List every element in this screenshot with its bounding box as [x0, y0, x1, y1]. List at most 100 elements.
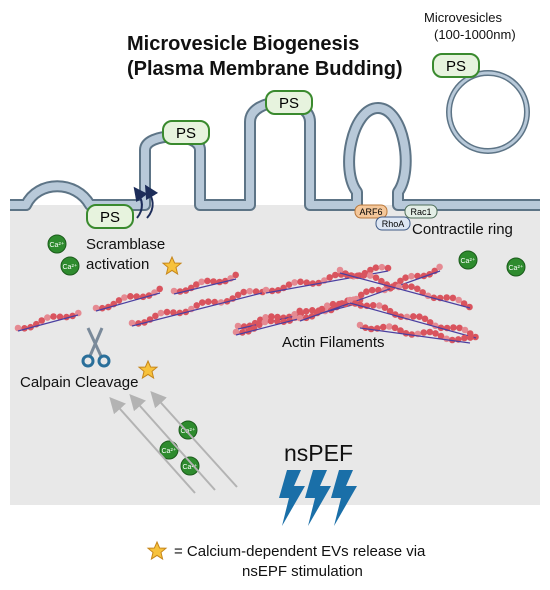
tropomyosin-strand — [299, 270, 441, 322]
actin-bead — [402, 274, 409, 282]
tropomyosin-strand — [173, 278, 237, 295]
star-icon-legend — [147, 541, 167, 560]
svg-text:PS: PS — [279, 95, 299, 112]
actin-bead — [397, 327, 404, 334]
calcium-ion-label: Ca²⁺ — [509, 264, 524, 272]
actin-bead — [408, 272, 415, 280]
actin-bead — [381, 304, 389, 312]
actin-bead — [357, 291, 365, 299]
tropomyosin-strand — [17, 314, 79, 332]
actin-bead — [56, 313, 64, 321]
actin-bead — [156, 285, 163, 293]
actin-bead — [397, 277, 404, 285]
actin-bead — [326, 274, 334, 281]
actin-bead — [467, 334, 474, 341]
actin-bead — [443, 294, 451, 301]
legend-line-1: = Calcium-dependent EVs release via — [174, 543, 426, 560]
actin-bead — [366, 272, 374, 279]
actin-bead — [318, 305, 326, 313]
actin-bead — [291, 279, 298, 286]
svg-text:PS: PS — [446, 58, 466, 75]
calcium-ion: Ca²⁺ — [180, 456, 200, 476]
actin-bead — [472, 333, 479, 341]
actin-bead — [367, 266, 374, 274]
actin-bead — [443, 335, 450, 343]
actin-bead — [204, 277, 211, 285]
calcium-ion-label: Ca²⁺ — [162, 447, 177, 455]
actin-bead — [170, 287, 178, 295]
actin-bead — [419, 289, 427, 296]
ps-badge-released: PS — [432, 53, 480, 78]
actin-bead — [362, 324, 369, 332]
actin-bead — [369, 302, 377, 309]
actin-bead — [205, 298, 212, 306]
actin-bead — [402, 330, 410, 337]
calcium-ion: Ca²⁺ — [47, 234, 67, 254]
actin-bead — [386, 323, 393, 330]
actin-bead — [274, 318, 281, 325]
actin-bead — [267, 317, 275, 325]
svg-text:RhoA: RhoA — [382, 219, 405, 229]
actin-bead — [75, 309, 82, 317]
arf6-protein: ARF6 — [354, 204, 388, 219]
actin-bead — [252, 288, 260, 295]
actin-bead — [323, 302, 331, 310]
cytoplasm — [10, 205, 540, 505]
actin-bead — [309, 307, 316, 314]
microvesicles-label: Microvesicles — [424, 10, 503, 25]
actin-bead — [386, 307, 394, 315]
actin-bead — [246, 287, 253, 295]
calcium-ion: Ca²⁺ — [458, 250, 478, 270]
rhoa-protein: RhoA — [375, 216, 411, 231]
calcium-ion-label: Ca²⁺ — [181, 427, 196, 435]
tropomyosin-strand — [95, 292, 161, 312]
actin-bead — [210, 278, 217, 285]
actin-bead — [297, 278, 304, 286]
contractile-ring-label: Contractile ring — [412, 221, 513, 238]
actin-bead — [356, 321, 364, 329]
actin-bead — [372, 264, 380, 272]
legend-line-2: nsEPF stimulation — [242, 563, 363, 580]
actin-bead — [234, 322, 242, 330]
calpain-cleavage-label: Calpain Cleavage — [20, 374, 139, 391]
actin-bead — [420, 329, 428, 336]
actin-bead — [455, 296, 463, 304]
actin-bead — [152, 312, 159, 320]
scramblase-label: Scramblase — [86, 236, 166, 253]
actin-bead — [461, 326, 469, 334]
scramblase-activation-label: activation — [86, 256, 150, 273]
actin-bead — [303, 279, 311, 287]
actin-filaments — [14, 263, 479, 344]
tropomyosin-strand — [359, 327, 471, 344]
actin-bead — [449, 294, 457, 302]
actin-bead — [414, 285, 421, 293]
actin-bead — [402, 283, 409, 290]
svg-text:PS: PS — [176, 125, 196, 142]
actin-bead — [127, 293, 134, 300]
actin-bead — [285, 281, 293, 289]
actin-bead — [193, 302, 200, 309]
actin-bead — [426, 319, 434, 326]
actin-bead — [375, 286, 382, 294]
actin-bead — [378, 263, 386, 271]
actin-bead — [329, 300, 337, 308]
actin-bead — [163, 308, 171, 316]
actin-bead — [456, 324, 463, 332]
actin-bead — [416, 313, 423, 321]
actin-bead — [380, 323, 387, 331]
svg-text:PS: PS — [100, 209, 120, 226]
actin-bead — [14, 324, 22, 332]
calcium-ion: Ca²⁺ — [178, 420, 198, 440]
calcium-ion-label: Ca²⁺ — [461, 257, 476, 265]
actin-bead — [372, 274, 380, 282]
actin-bead — [44, 314, 51, 321]
ps-badge-inner: PS — [86, 204, 134, 229]
microvesicles-size-label: (100-1000nm) — [434, 27, 516, 42]
actin-bead — [92, 304, 100, 312]
actin-bead — [240, 288, 247, 296]
tropomyosin-strand — [339, 272, 471, 309]
actin-bead — [336, 266, 344, 274]
actin-bead — [391, 324, 399, 332]
calcium-influx-arrows — [109, 391, 238, 494]
